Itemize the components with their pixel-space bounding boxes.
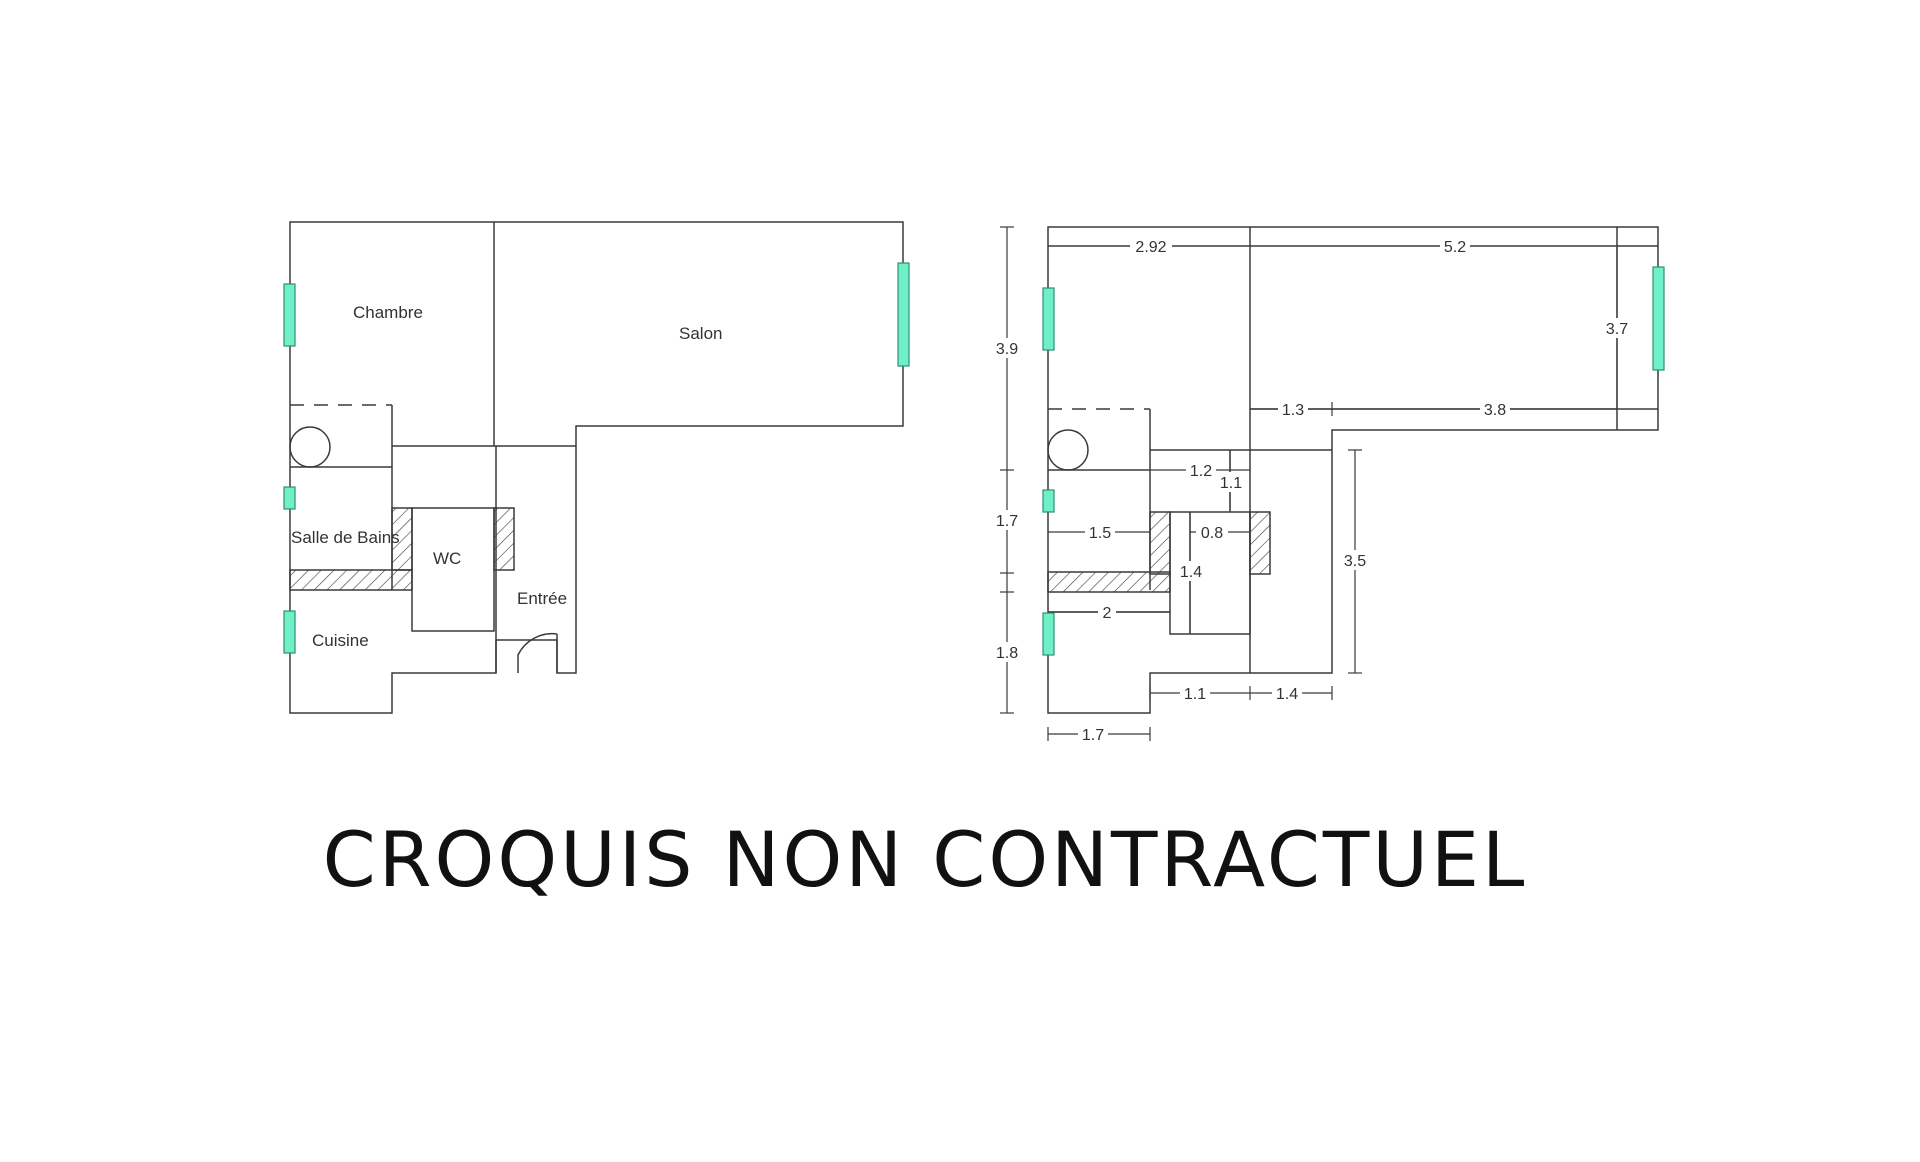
dim-1-4-bottom: 1.4 xyxy=(1276,686,1298,703)
hatched-wall-r3 xyxy=(1047,571,1171,593)
round-fixture xyxy=(289,426,331,468)
window-salon xyxy=(897,262,910,367)
dim-1-7-vertical: 1.7 xyxy=(996,513,1018,530)
hatched-wall-r1 xyxy=(1149,511,1171,575)
label-entree: Entrée xyxy=(517,589,567,608)
dim-3-7: 3.7 xyxy=(1606,321,1628,338)
hatched-wall-3 xyxy=(289,569,413,591)
dim-2: 2 xyxy=(1103,605,1112,622)
window-salon-right xyxy=(1652,266,1665,371)
room-labels: Chambre Salon Salle de Bains WC Entrée C… xyxy=(291,303,722,650)
dim-3-9: 3.9 xyxy=(996,341,1018,358)
wc-box xyxy=(411,507,495,632)
dim-1-1-vertical: 1.1 xyxy=(1220,475,1242,492)
dim-1-8: 1.8 xyxy=(996,645,1018,662)
door-arc xyxy=(517,632,558,673)
label-cuisine: Cuisine xyxy=(312,631,369,650)
window-bath-right xyxy=(1042,489,1055,513)
window-bath xyxy=(283,486,296,510)
dim-1-3: 1.3 xyxy=(1282,402,1304,419)
label-salle-de-bains: Salle de Bains xyxy=(291,528,400,547)
disclaimer-text: CROQUIS NON CONTRACTUEL xyxy=(322,815,1528,904)
dim-3-5: 3.5 xyxy=(1344,553,1366,570)
window-cuisine xyxy=(283,610,296,654)
dim-1-2: 1.2 xyxy=(1190,463,1212,480)
hatched-wall-2 xyxy=(493,507,515,571)
plan-dimensioned xyxy=(1047,226,1659,714)
dim-0-8: 0.8 xyxy=(1201,525,1223,542)
dimension-lines xyxy=(1000,226,1618,741)
plan-labeled-windows xyxy=(283,262,910,654)
hatched-wall-r2 xyxy=(1249,511,1271,575)
label-chambre: Chambre xyxy=(353,303,423,322)
dim-3-8: 3.8 xyxy=(1484,402,1506,419)
label-salon: Salon xyxy=(679,324,722,343)
label-wc: WC xyxy=(433,549,461,568)
dim-5-2: 5.2 xyxy=(1444,239,1466,256)
dim-2-92: 2.92 xyxy=(1135,239,1166,256)
window-cuisine-right xyxy=(1042,612,1055,656)
round-fixture-right xyxy=(1047,429,1089,471)
dim-1-4-vertical: 1.4 xyxy=(1180,564,1202,581)
dimension-labels: 2.92 5.2 3.9 3.7 1.3 3.8 1.2 1.1 1.7 1.5… xyxy=(992,236,1632,744)
dim-1-1-bottom: 1.1 xyxy=(1184,686,1206,703)
dim-1-7-bottom: 1.7 xyxy=(1082,727,1104,744)
window-chambre xyxy=(283,283,296,347)
window-chambre-right xyxy=(1042,287,1055,351)
plan-dimensioned-windows xyxy=(1042,266,1665,656)
plan-labeled xyxy=(289,221,904,714)
dim-1-5: 1.5 xyxy=(1089,525,1111,542)
